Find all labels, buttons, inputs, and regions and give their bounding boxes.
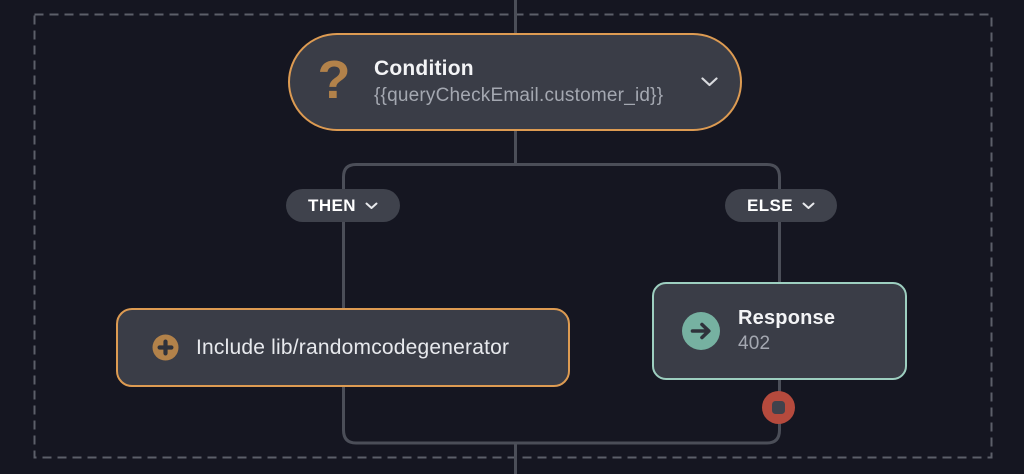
arrow-right-icon — [682, 312, 720, 350]
wire-branch-merge — [342, 376, 781, 445]
chevron-down-icon — [365, 202, 378, 210]
include-label: Include lib/randomcodegenerator — [196, 335, 510, 359]
include-node[interactable]: Include lib/randomcodegenerator — [116, 308, 570, 387]
then-label: THEN — [308, 195, 356, 215]
stop-button[interactable] — [762, 391, 795, 424]
response-node[interactable]: Response 402 — [652, 282, 907, 380]
then-branch-pill[interactable]: THEN — [286, 189, 400, 222]
response-status-code: 402 — [738, 333, 771, 354]
question-mark-icon: ? — [317, 50, 351, 110]
wire-branch-split — [342, 163, 781, 312]
response-title: Response — [738, 307, 836, 329]
condition-node[interactable]: ? Condition {{queryCheckEmail.customer_i… — [288, 33, 742, 131]
dashed-boundary — [33, 13, 993, 459]
chevron-down-icon — [802, 202, 815, 210]
condition-expression: {{queryCheckEmail.customer_id}} — [374, 85, 664, 106]
stop-icon — [772, 401, 785, 414]
else-branch-pill[interactable]: ELSE — [725, 189, 837, 222]
else-label: ELSE — [746, 195, 793, 215]
plus-icon — [152, 334, 179, 361]
chevron-down-icon[interactable] — [701, 77, 718, 87]
condition-title: Condition — [374, 57, 474, 80]
